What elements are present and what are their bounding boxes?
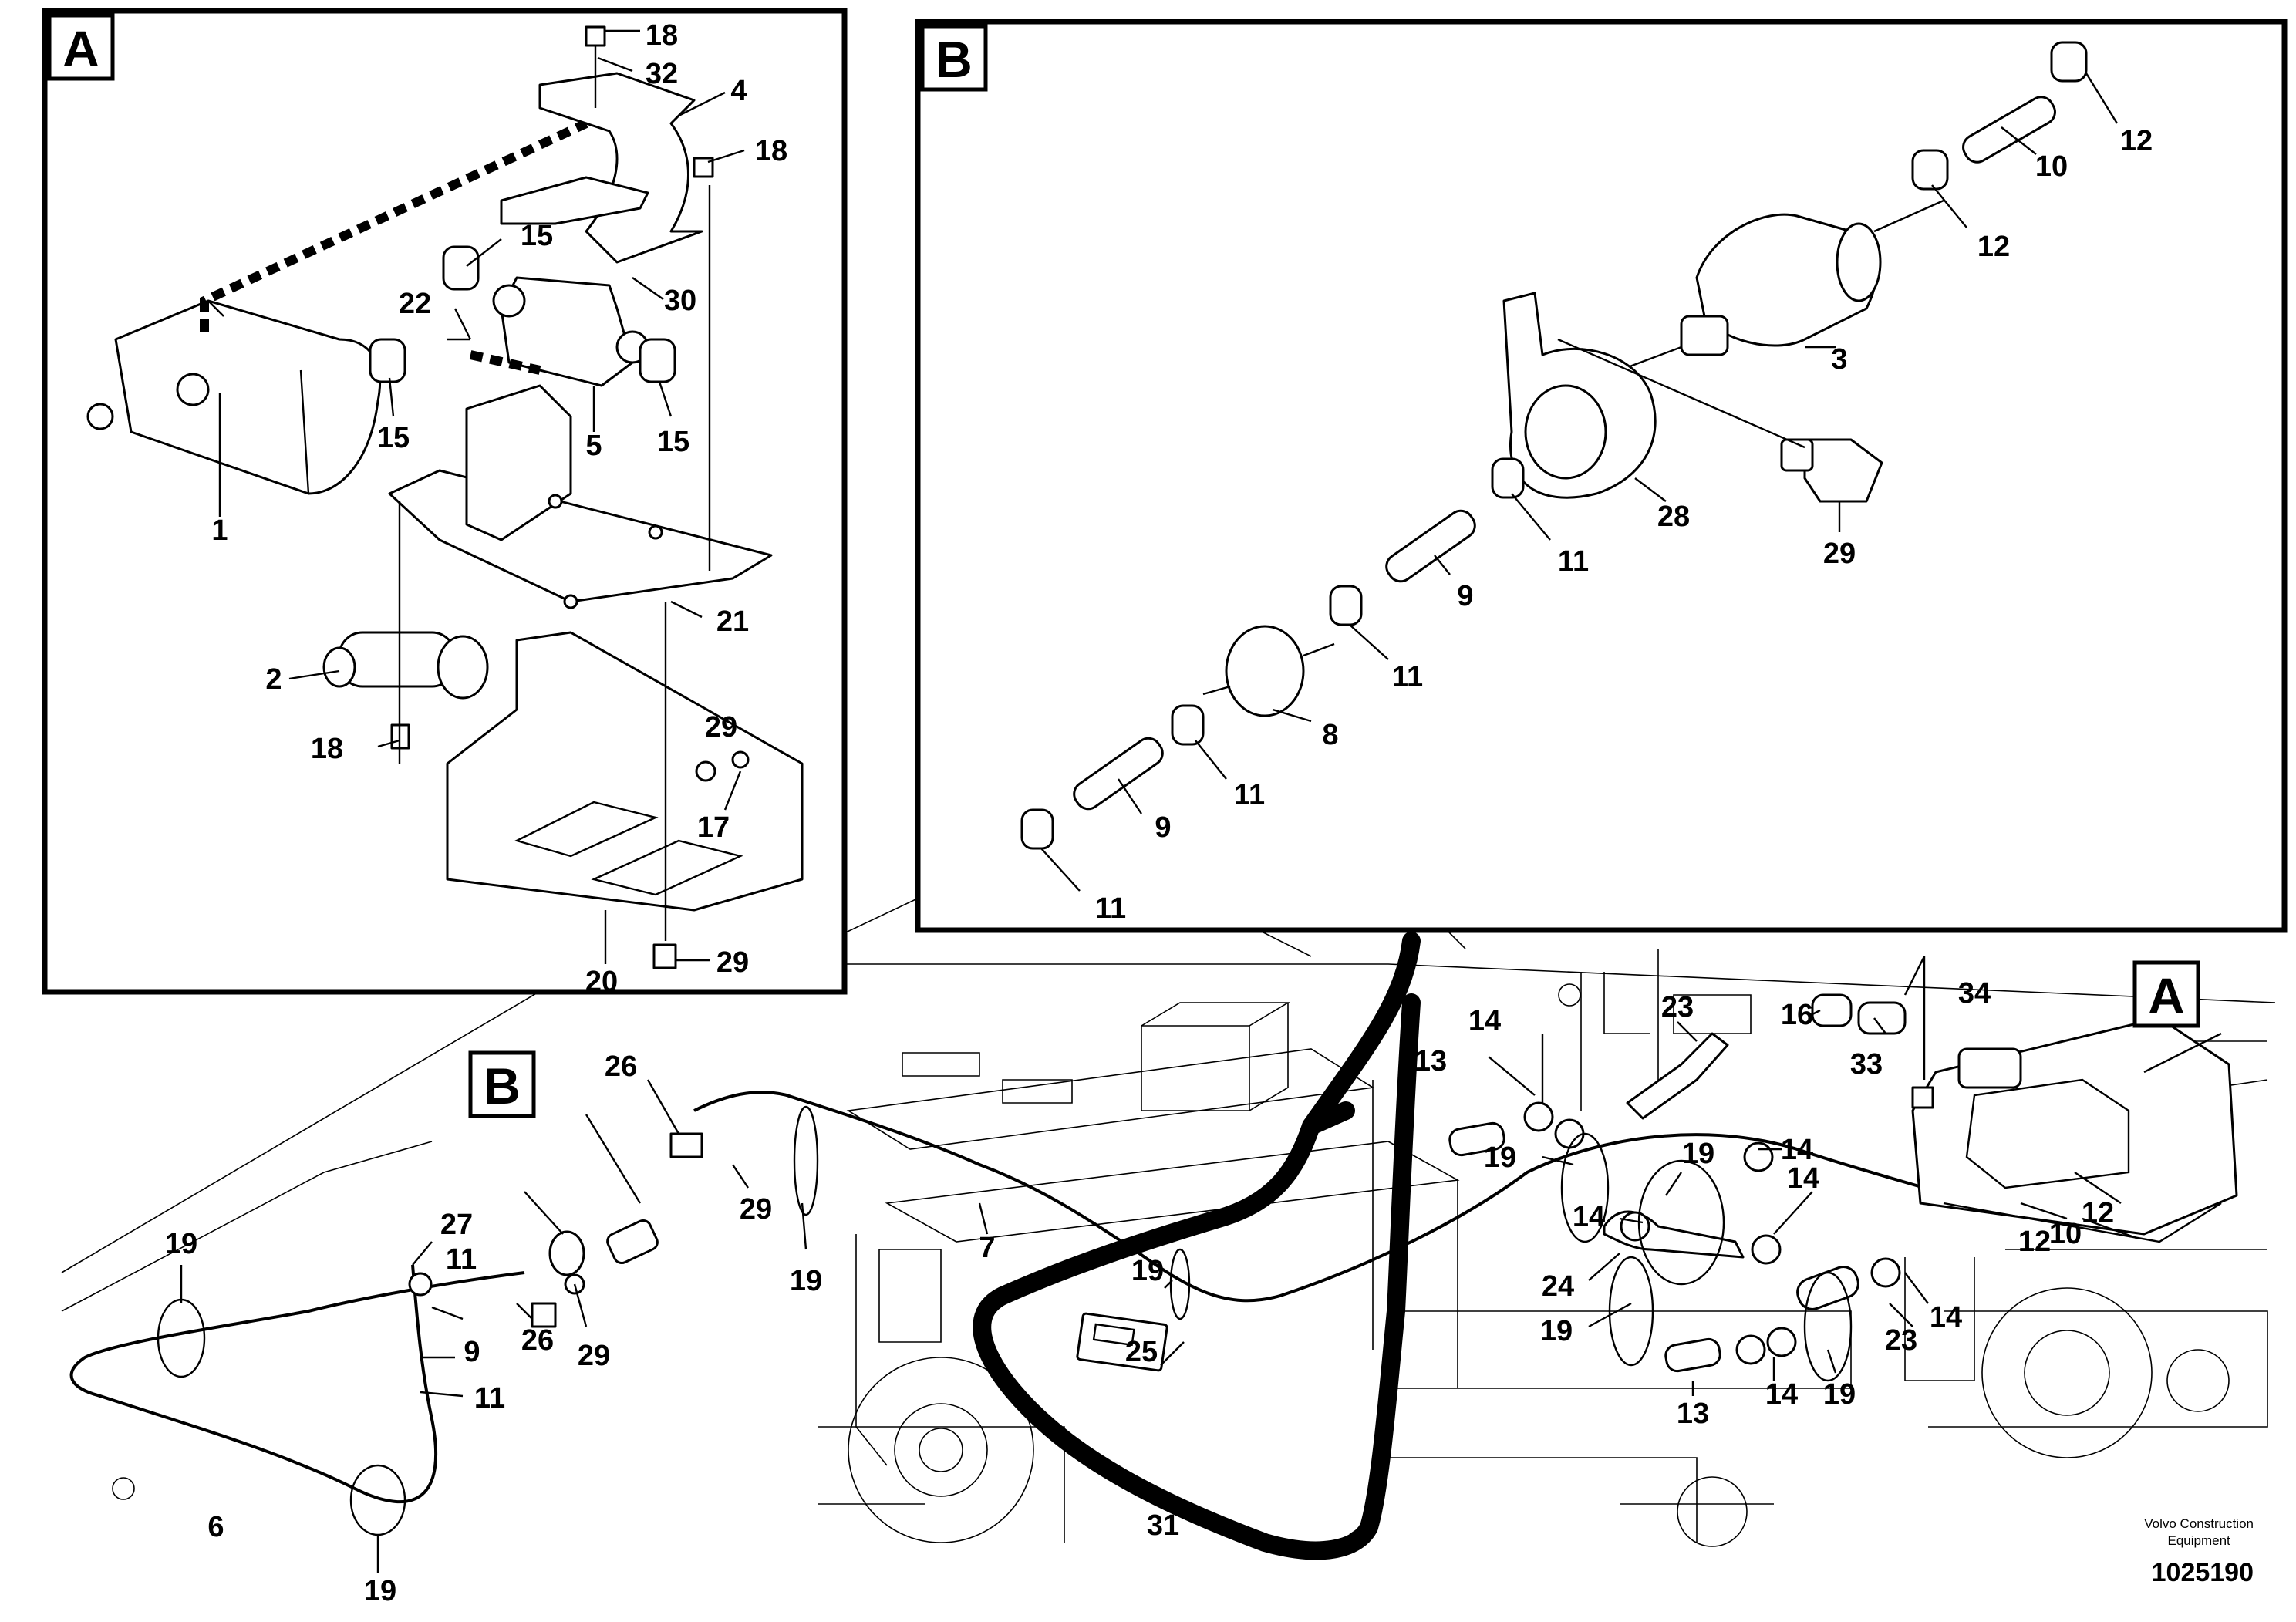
callout: 20: [585, 966, 618, 998]
callout: 19: [790, 1265, 822, 1297]
callout: 15: [521, 220, 553, 252]
callout: 27: [440, 1209, 473, 1241]
callout: 19: [1540, 1315, 1573, 1347]
detail-b-callouts: 12 10 12 3 28 29 11 9 11 8 11 9 11: [1095, 125, 2153, 925]
bracket-33: [1857, 1001, 1907, 1035]
callout: 12: [2082, 1197, 2114, 1229]
callout: 11: [1234, 779, 1265, 811]
main-assembly-b: [408, 1132, 703, 1328]
callout: 16: [1781, 999, 1813, 1031]
callout: 15: [377, 422, 410, 454]
cable-6: [69, 1264, 525, 1503]
callout: 22: [399, 288, 431, 320]
detail-a-parts: [86, 25, 804, 969]
callout: 31: [1147, 1509, 1179, 1542]
callout: 14: [1468, 1005, 1501, 1037]
callout: 19: [1131, 1255, 1164, 1287]
callout: 14: [1765, 1378, 1798, 1411]
hose-23-lower: [1796, 1266, 1859, 1310]
callout: 28: [1657, 501, 1690, 533]
main-view-callouts: 19 27 11 9 11 26 29 6 19 26 29 19 7 19 2…: [165, 977, 2114, 1607]
callout: 10: [2049, 1218, 2082, 1250]
detail-b-parts: [1020, 41, 2088, 850]
callout: 29: [578, 1340, 610, 1372]
detail-a-tag: A: [62, 20, 99, 77]
callout: 11: [1558, 545, 1589, 578]
hose-31-end: [1302, 1101, 1355, 1135]
cable-7: [693, 1091, 1975, 1303]
callout: 23: [1885, 1324, 1917, 1357]
callout: 23: [1661, 991, 1694, 1023]
callout: 11: [1095, 892, 1126, 925]
callout: 9: [1457, 580, 1473, 612]
main-heater-unit: [1911, 1017, 2238, 1243]
callout: 14: [1573, 1201, 1605, 1233]
callout: 19: [364, 1575, 396, 1607]
callout: 3: [1831, 343, 1847, 376]
callout: 10: [2035, 150, 2068, 183]
callout: 4: [730, 75, 747, 107]
clamp-16: [1811, 993, 1853, 1027]
callout: 11: [446, 1243, 477, 1276]
hose-31: [973, 932, 1421, 1560]
footer-brand-line2: Equipment: [2167, 1533, 2230, 1548]
callout: 18: [646, 19, 678, 52]
callout: 15: [657, 426, 689, 458]
callout: 21: [716, 605, 749, 638]
drawing-number: 1025190: [2151, 1558, 2254, 1587]
footer-brand-line1: Volvo Construction: [2144, 1516, 2254, 1531]
callout: 2: [265, 663, 282, 696]
callout: 17: [697, 811, 730, 844]
callout: 12: [1977, 231, 2010, 263]
callout: 11: [1392, 661, 1423, 693]
callout: 6: [207, 1511, 224, 1543]
callout: 5: [585, 430, 602, 462]
callout: 19: [165, 1228, 197, 1260]
detail-b-tag-box: [920, 24, 988, 92]
callout: 29: [740, 1193, 772, 1226]
callout: 26: [521, 1324, 554, 1357]
main-tag-a-box: [2132, 960, 2200, 1028]
callout: 34: [1958, 977, 1991, 1010]
callout: 30: [664, 285, 696, 317]
timer-25: [1076, 1312, 1168, 1372]
detail-a-callouts: 18 32 4 18 15 30 22 1 15 5 15 21 2 18 29…: [211, 19, 787, 998]
callout: 1: [211, 514, 228, 547]
footer-brand: Volvo Construction Equipment: [2144, 1516, 2254, 1549]
main-tag-a: A: [2148, 967, 2185, 1024]
callout: 14: [1781, 1134, 1813, 1166]
callout: 8: [1322, 719, 1338, 751]
detail-b-tag: B: [936, 31, 973, 88]
callout: 13: [1677, 1398, 1709, 1430]
callout: 9: [1155, 811, 1171, 844]
detail-a-tag-box: [47, 13, 115, 81]
callout: 14: [1930, 1301, 1962, 1334]
callout: 24: [1542, 1270, 1574, 1303]
callout: 18: [755, 135, 787, 167]
callout: 29: [1823, 538, 1856, 570]
hose-23-upper: [1626, 1032, 1729, 1120]
callout: 19: [1484, 1141, 1516, 1174]
callout: 19: [1682, 1138, 1714, 1170]
callout: 33: [1850, 1048, 1883, 1081]
callout: 12: [2018, 1226, 2051, 1258]
callout: 11: [474, 1382, 505, 1415]
callout: 19: [1823, 1378, 1856, 1411]
callout: 7: [979, 1232, 995, 1264]
callout: 26: [605, 1050, 637, 1083]
callout: 32: [646, 58, 678, 90]
callout: 25: [1125, 1336, 1158, 1368]
callout: 29: [705, 711, 737, 744]
callout: 9: [464, 1336, 480, 1368]
callout: 14: [1787, 1162, 1819, 1195]
main-tag-b: B: [484, 1057, 521, 1114]
callout: 18: [311, 733, 343, 765]
leader-lines: [180, 29, 2222, 1573]
callout: 29: [716, 946, 749, 979]
callout: 12: [2120, 125, 2153, 157]
callout: 13: [1414, 1045, 1447, 1077]
main-tag-b-box: [468, 1050, 536, 1118]
